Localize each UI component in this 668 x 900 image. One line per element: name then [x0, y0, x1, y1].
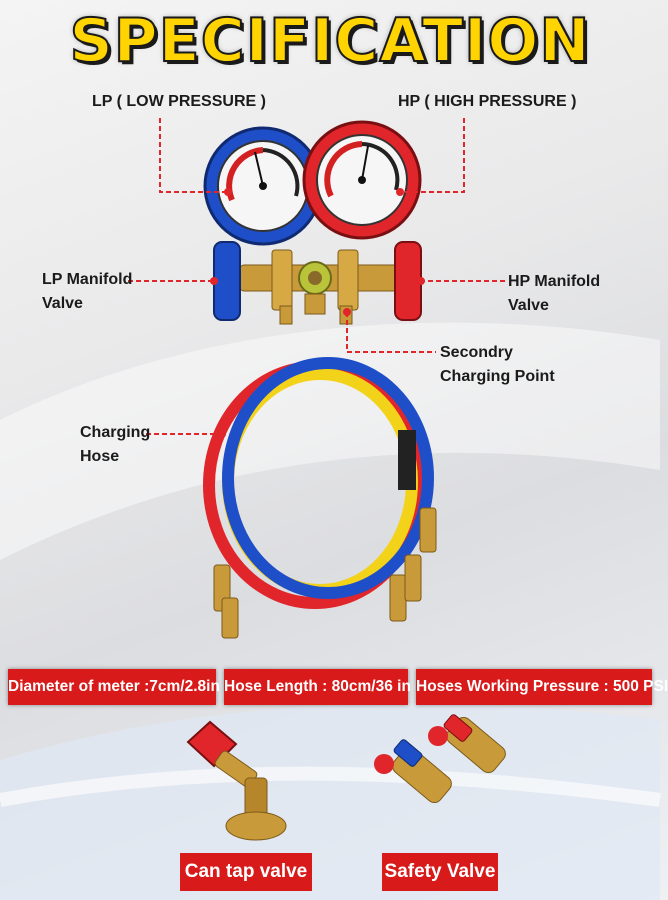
lp-valve-label-line1: LP Manifold [42, 271, 133, 288]
can-tap-valve-caption: Can tap valve [180, 853, 312, 891]
spec-diameter-badge: Diameter of meter :7cm/2.8in [8, 669, 220, 705]
secondary-point-label-line2: Charging Point [440, 368, 555, 385]
hose-label-line1: Charging [80, 424, 151, 441]
lp-gauge-label: LP ( LOW PRESSURE ) [92, 93, 266, 110]
hose-label-line2: Hose [80, 448, 120, 465]
safety-valve-caption: Safety Valve [382, 853, 498, 891]
spec-hose-length-badge: Hose Length : 80cm/36 in [224, 669, 411, 705]
lp-valve-label-line2: Valve [42, 295, 83, 312]
spec-pressure-badge: Hoses Working Pressure : 500 PSI [416, 669, 668, 705]
hp-valve-label-line2: Valve [508, 297, 549, 314]
page-title: SPECIFICATION [68, 5, 591, 77]
hp-valve-label-line1: HP Manifold [508, 273, 601, 290]
secondary-point-label-line1: Secondry [440, 344, 513, 361]
hp-gauge-label: HP ( HIGH PRESSURE ) [398, 93, 577, 110]
